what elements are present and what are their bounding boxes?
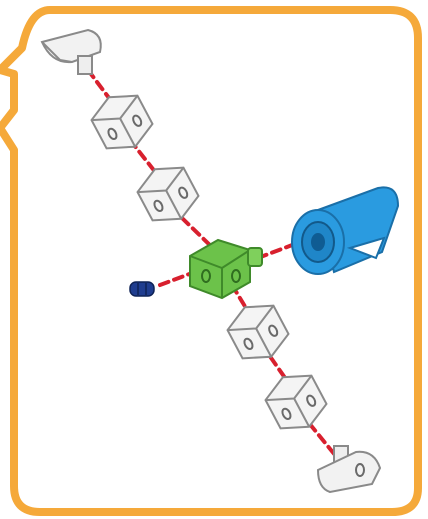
blue-peg-icon [130,282,154,296]
